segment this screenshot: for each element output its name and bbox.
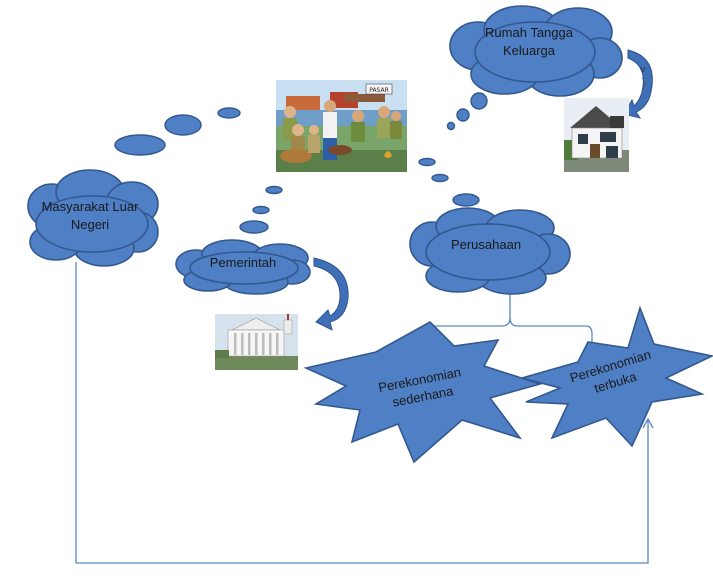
connector-lines: [75, 262, 654, 564]
bubble-top-1: [446, 121, 456, 131]
cloud-rumah-tangga-line1: Rumah Tangga: [485, 25, 574, 40]
cloud-pemerintah: Pemerintah: [175, 239, 311, 295]
curved-arrow-pemerintah: [313, 257, 349, 331]
market-sign: PASAR: [369, 87, 389, 94]
cloud-perusahaan: Perusahaan: [409, 207, 571, 295]
bubble-right-3: [452, 193, 480, 207]
star-perekonomian-terbuka: Perekonomian terbuka: [518, 305, 713, 448]
bubble-right-2: [431, 173, 449, 183]
bubble-mid-1: [265, 185, 283, 195]
bubble-left-1: [114, 134, 166, 156]
palace-photo: [215, 314, 298, 370]
market-illustration: PASAR: [276, 80, 407, 172]
cloud-perusahaan-label: Perusahaan: [451, 237, 521, 252]
arrowhead-terbuka: [642, 417, 654, 429]
house-photo: [564, 98, 629, 172]
bubble-right-1: [418, 157, 436, 167]
thought-bubbles: [114, 92, 488, 234]
cloud-masyarakat: Masyarakat Luar Negeri: [27, 169, 159, 267]
bubble-mid-3: [239, 220, 269, 234]
annotation-tick: v: [640, 65, 646, 75]
bubble-top-2: [456, 108, 470, 122]
bubble-left-3: [217, 107, 241, 119]
connector-masyarakat-to-terbuka: [75, 262, 649, 564]
cloud-rumah-tangga: Rumah Tangga Keluarga: [449, 5, 623, 97]
cloud-rumah-tangga-line2: Keluarga: [503, 43, 556, 58]
star-perekonomian-sederhana: Perekonomian sederhana: [303, 321, 543, 464]
cloud-masyarakat-line2: Negeri: [71, 217, 109, 232]
bubble-top-3: [470, 92, 488, 110]
bubble-mid-2: [252, 205, 270, 215]
cloud-masyarakat-line1: Masyarakat Luar: [42, 199, 139, 214]
bracket-perusahaan-right: [509, 317, 593, 352]
annotation-squiggle: [641, 77, 646, 91]
cloud-pemerintah-label: Pemerintah: [210, 255, 276, 270]
bubble-left-2: [164, 114, 202, 136]
